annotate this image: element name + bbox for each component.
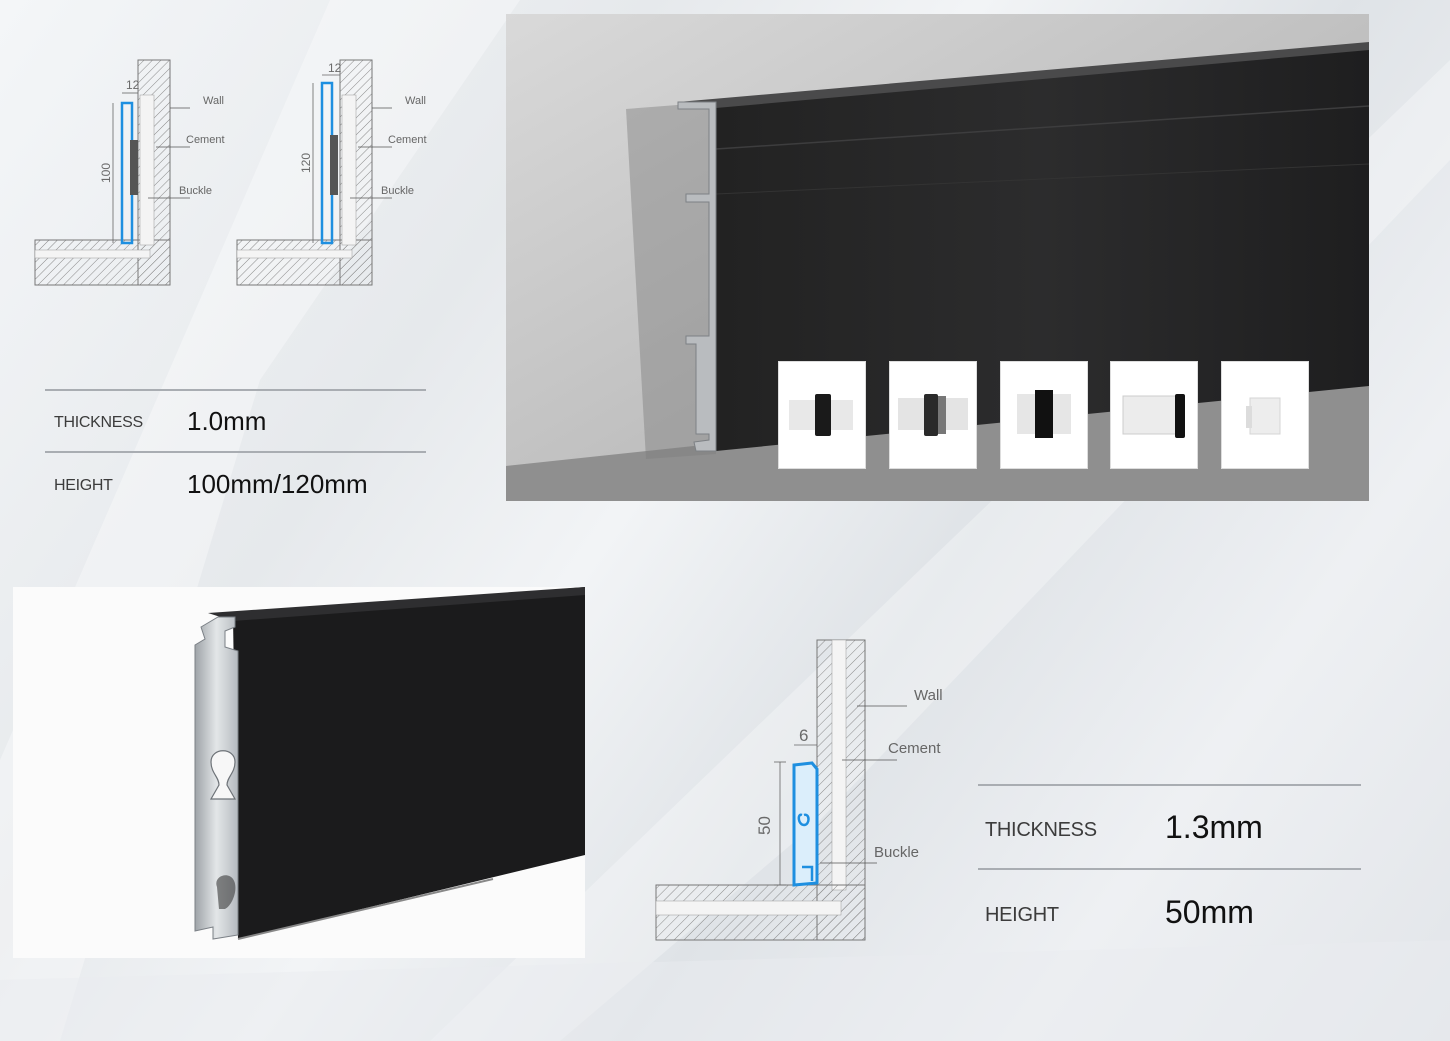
label-wall: Wall bbox=[914, 687, 943, 704]
clip-thumbnail bbox=[1221, 361, 1309, 469]
cross-section-diagram-50: 6 50 Wall Cement Buckle bbox=[652, 635, 952, 950]
clip-thumbnail bbox=[1000, 361, 1088, 469]
dim-side-50: 50 bbox=[755, 816, 774, 835]
divider bbox=[978, 868, 1361, 870]
profile-3d-render bbox=[13, 587, 585, 958]
height-value: 100mm/120mm bbox=[187, 469, 368, 499]
clip-thumbnail bbox=[889, 361, 977, 469]
cross-section-diagram-120: 12 120 Wall Cement Buckle bbox=[232, 55, 427, 290]
label-cement: Cement bbox=[888, 740, 941, 757]
thickness-label: THICKNESS bbox=[54, 414, 143, 431]
installed-profile-photo bbox=[506, 14, 1369, 501]
label-buckle: Buckle bbox=[874, 844, 920, 861]
label-cement: Cement bbox=[388, 134, 427, 146]
label-buckle: Buckle bbox=[381, 185, 415, 197]
clip-thumbnail bbox=[1110, 361, 1198, 469]
label-wall: Wall bbox=[203, 95, 224, 107]
divider bbox=[45, 451, 426, 453]
height-label: HEIGHT bbox=[985, 904, 1059, 926]
divider bbox=[978, 784, 1361, 786]
clip-thumbnail bbox=[778, 361, 866, 469]
dim-side-100: 100 bbox=[99, 163, 113, 183]
divider bbox=[45, 389, 426, 391]
label-wall: Wall bbox=[405, 95, 426, 107]
dim-side-120: 120 bbox=[299, 153, 313, 173]
dim-top-12: 12 bbox=[328, 61, 342, 75]
dim-top-12: 12 bbox=[126, 78, 140, 92]
cross-section-diagram-100: 12 100 Wall Cement Buckle bbox=[30, 55, 225, 290]
height-label: HEIGHT bbox=[54, 477, 113, 494]
label-buckle: Buckle bbox=[179, 185, 213, 197]
thickness-label: THICKNESS bbox=[985, 819, 1097, 841]
dim-top-6: 6 bbox=[799, 726, 808, 745]
height-value: 50mm bbox=[1165, 894, 1254, 930]
label-cement: Cement bbox=[186, 134, 225, 146]
thickness-value: 1.3mm bbox=[1165, 809, 1263, 845]
thickness-value: 1.0mm bbox=[187, 406, 267, 436]
